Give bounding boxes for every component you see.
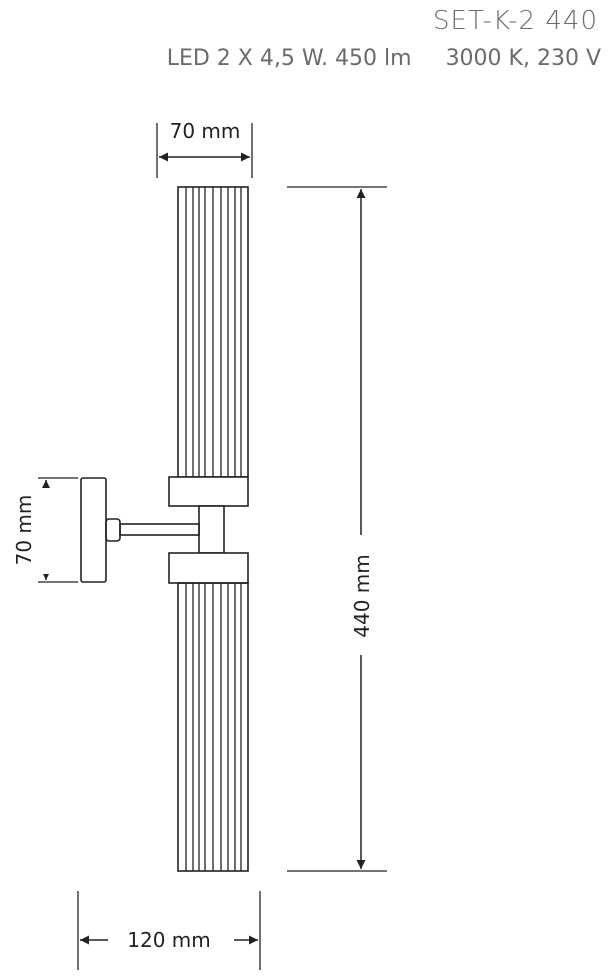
lower-collar bbox=[168, 552, 249, 584]
model-code: SET-K-2 440 bbox=[433, 6, 598, 36]
lower-tube-flutes bbox=[185, 583, 242, 871]
dim-projection-label: 120 mm bbox=[127, 928, 211, 952]
upper-tube-flutes bbox=[185, 187, 242, 477]
spec-electrical: 3000 K, 230 V bbox=[445, 46, 601, 71]
mount-arm bbox=[119, 523, 200, 536]
dim-total-height: 440 mm bbox=[287, 186, 387, 872]
upper-collar bbox=[168, 476, 249, 507]
dim-top-width-label: 70 mm bbox=[170, 119, 241, 143]
spec-line: LED 2 X 4,5 W. 450 lm 3000 K, 230 V bbox=[167, 46, 601, 71]
spec-power: LED 2 X 4,5 W. 450 lm bbox=[166, 46, 412, 71]
dim-mount-height-label: 70 mm bbox=[12, 495, 36, 566]
plate-knob bbox=[105, 518, 121, 542]
wall-plate bbox=[80, 477, 107, 583]
joint-body bbox=[198, 505, 225, 554]
dim-mount-height: 70 mm bbox=[12, 477, 78, 583]
dim-projection: 120 mm bbox=[77, 891, 261, 970]
dim-top-width: 70 mm bbox=[156, 119, 253, 178]
dim-total-height-label: 440 mm bbox=[350, 554, 374, 638]
